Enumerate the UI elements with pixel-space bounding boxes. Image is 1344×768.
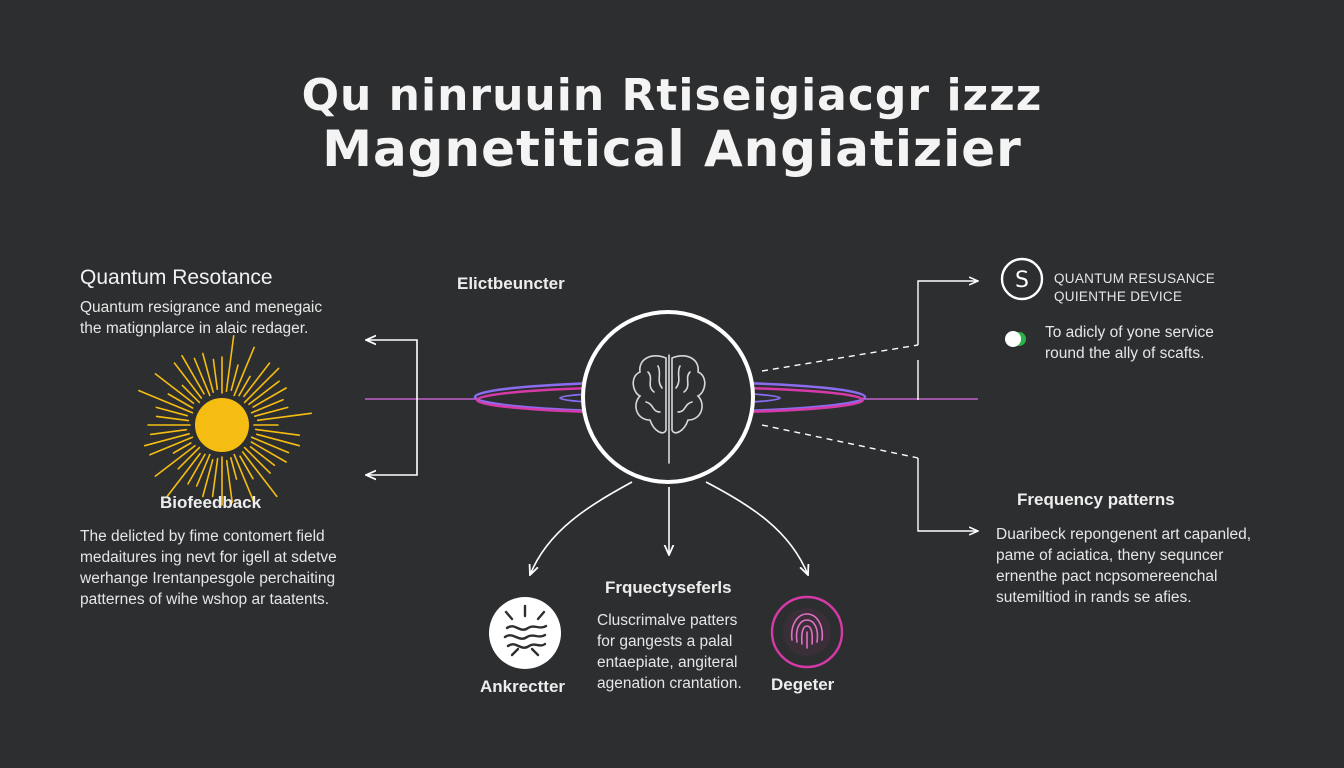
text-line: round the ally of scafts. [1045,345,1205,362]
sun-ray [248,380,280,406]
sun-ray [193,357,211,397]
degeter-label: Degeter [771,675,835,694]
sun-ray [187,453,206,485]
sun-ray [154,444,196,477]
sun-ray [149,428,188,436]
quantum-resusance-title: QUANTUM RESUSANCE QUIENTHE DEVICE [1054,270,1215,306]
sun-ray [243,446,271,474]
toggle-icon[interactable] [1005,331,1026,347]
text-line: QUANTUM RESUSANCE [1054,271,1216,286]
text-line: To adicly of yone service [1045,324,1214,341]
sun-ray [239,455,254,480]
text-line: pame of aciatica, theny sequncer [996,547,1224,564]
left-bracket-connector [366,340,418,475]
sun-ray [233,346,255,397]
text-line: medaitures ing nevt for igell at sdetve [80,549,337,566]
text-line: werhange Irentanpesgole perchaiting [80,570,336,587]
text-line: for gangests a palal [597,633,733,650]
sun-ray [233,453,255,504]
sun-ray [238,375,251,397]
sun-ray [166,452,201,498]
text-line: sutemiltiod in rands se afies. [996,589,1192,606]
bottom-connectors [530,481,808,575]
sun-ray [195,453,211,487]
sun-ray [181,354,205,395]
sun-ray [225,334,235,393]
fingerprint-icon [770,595,844,669]
sun-ray [202,458,214,498]
sun-ray [225,459,233,504]
sun-ray [155,406,188,417]
biofeedback-text: The delicted by fime contomert field med… [80,526,380,610]
sun-ray [254,406,289,418]
sun-ray [252,387,287,408]
service-text: To adicly of yone service round the ally… [1045,322,1285,364]
sun-ray [255,433,301,447]
sun-ray [243,362,271,398]
text-line: the matignplarce in alaic redager. [80,320,309,337]
bottom-center-text: Cluscrimalve patters for gangests a pala… [597,610,777,694]
s-circle-icon: S [1000,257,1044,301]
sun-ray [172,442,192,454]
text-line: Quantum resigrance and menegaic [80,299,323,316]
text-line: agenation crantation. [597,675,742,692]
text-line: patternes of wihe wshop ar taatents. [80,591,330,608]
sun-ray [155,415,190,422]
sun-ray [256,412,313,422]
sun-ray [254,428,301,437]
sun-ray [211,457,219,498]
sun-ray [143,432,190,447]
sun-ray [249,446,276,467]
center-label: Elictbeuncter [457,274,565,293]
text-line: Duaribeck repongenent art capanled, [996,526,1252,543]
biofeedback-heading: Biofeedback [160,493,262,512]
s-icon-letter: S [1015,268,1029,293]
title-line-2: Magnetitical Angiatizier [322,120,1022,178]
quantum-resonance-heading: Quantum Resotance [80,266,273,289]
sun-ray [154,373,195,404]
central-circle [581,310,755,484]
title-line-1: Qu ninruuin Rtiseigiacgr izzz [301,70,1043,121]
right-dashed-connectors [761,281,978,531]
sun-ray [212,358,219,391]
sun-ray [167,393,194,409]
wave-circle-icon [489,597,561,669]
text-line: Cluscrimalve patters [597,612,738,629]
sun-ray [230,364,239,392]
text-line: ernenthe pact ncpsomereenchal [996,568,1218,585]
text-line: entaepiate, angiteral [597,654,738,671]
brain-icon [632,354,706,464]
sun-ray [181,384,201,404]
sun-ray [250,436,290,454]
text-line: QUIENTHE DEVICE [1054,289,1183,304]
frequency-patterns-text: Duaribeck repongenent art capanled, pame… [996,524,1296,608]
sun-ray [149,436,194,456]
sun-ray [202,352,214,394]
ankrectter-label: Ankrectter [480,677,566,696]
sun-ray [173,362,203,399]
sun-ray [138,389,194,414]
sun-icon [138,334,313,506]
sun-ray [177,446,201,470]
sun-ray [230,456,238,480]
bottom-center-heading: Frquectyseferls [605,578,732,597]
sun-ray [250,398,284,414]
sun-ray [243,367,280,404]
sun-ray [241,451,278,498]
frequency-patterns-heading: Frequency patterns [1017,490,1175,509]
quantum-resonance-text: Quantum resigrance and menegaic the mati… [80,297,380,339]
text-line: The delicted by fime contomert field [80,528,325,545]
sun-ray [250,441,287,463]
